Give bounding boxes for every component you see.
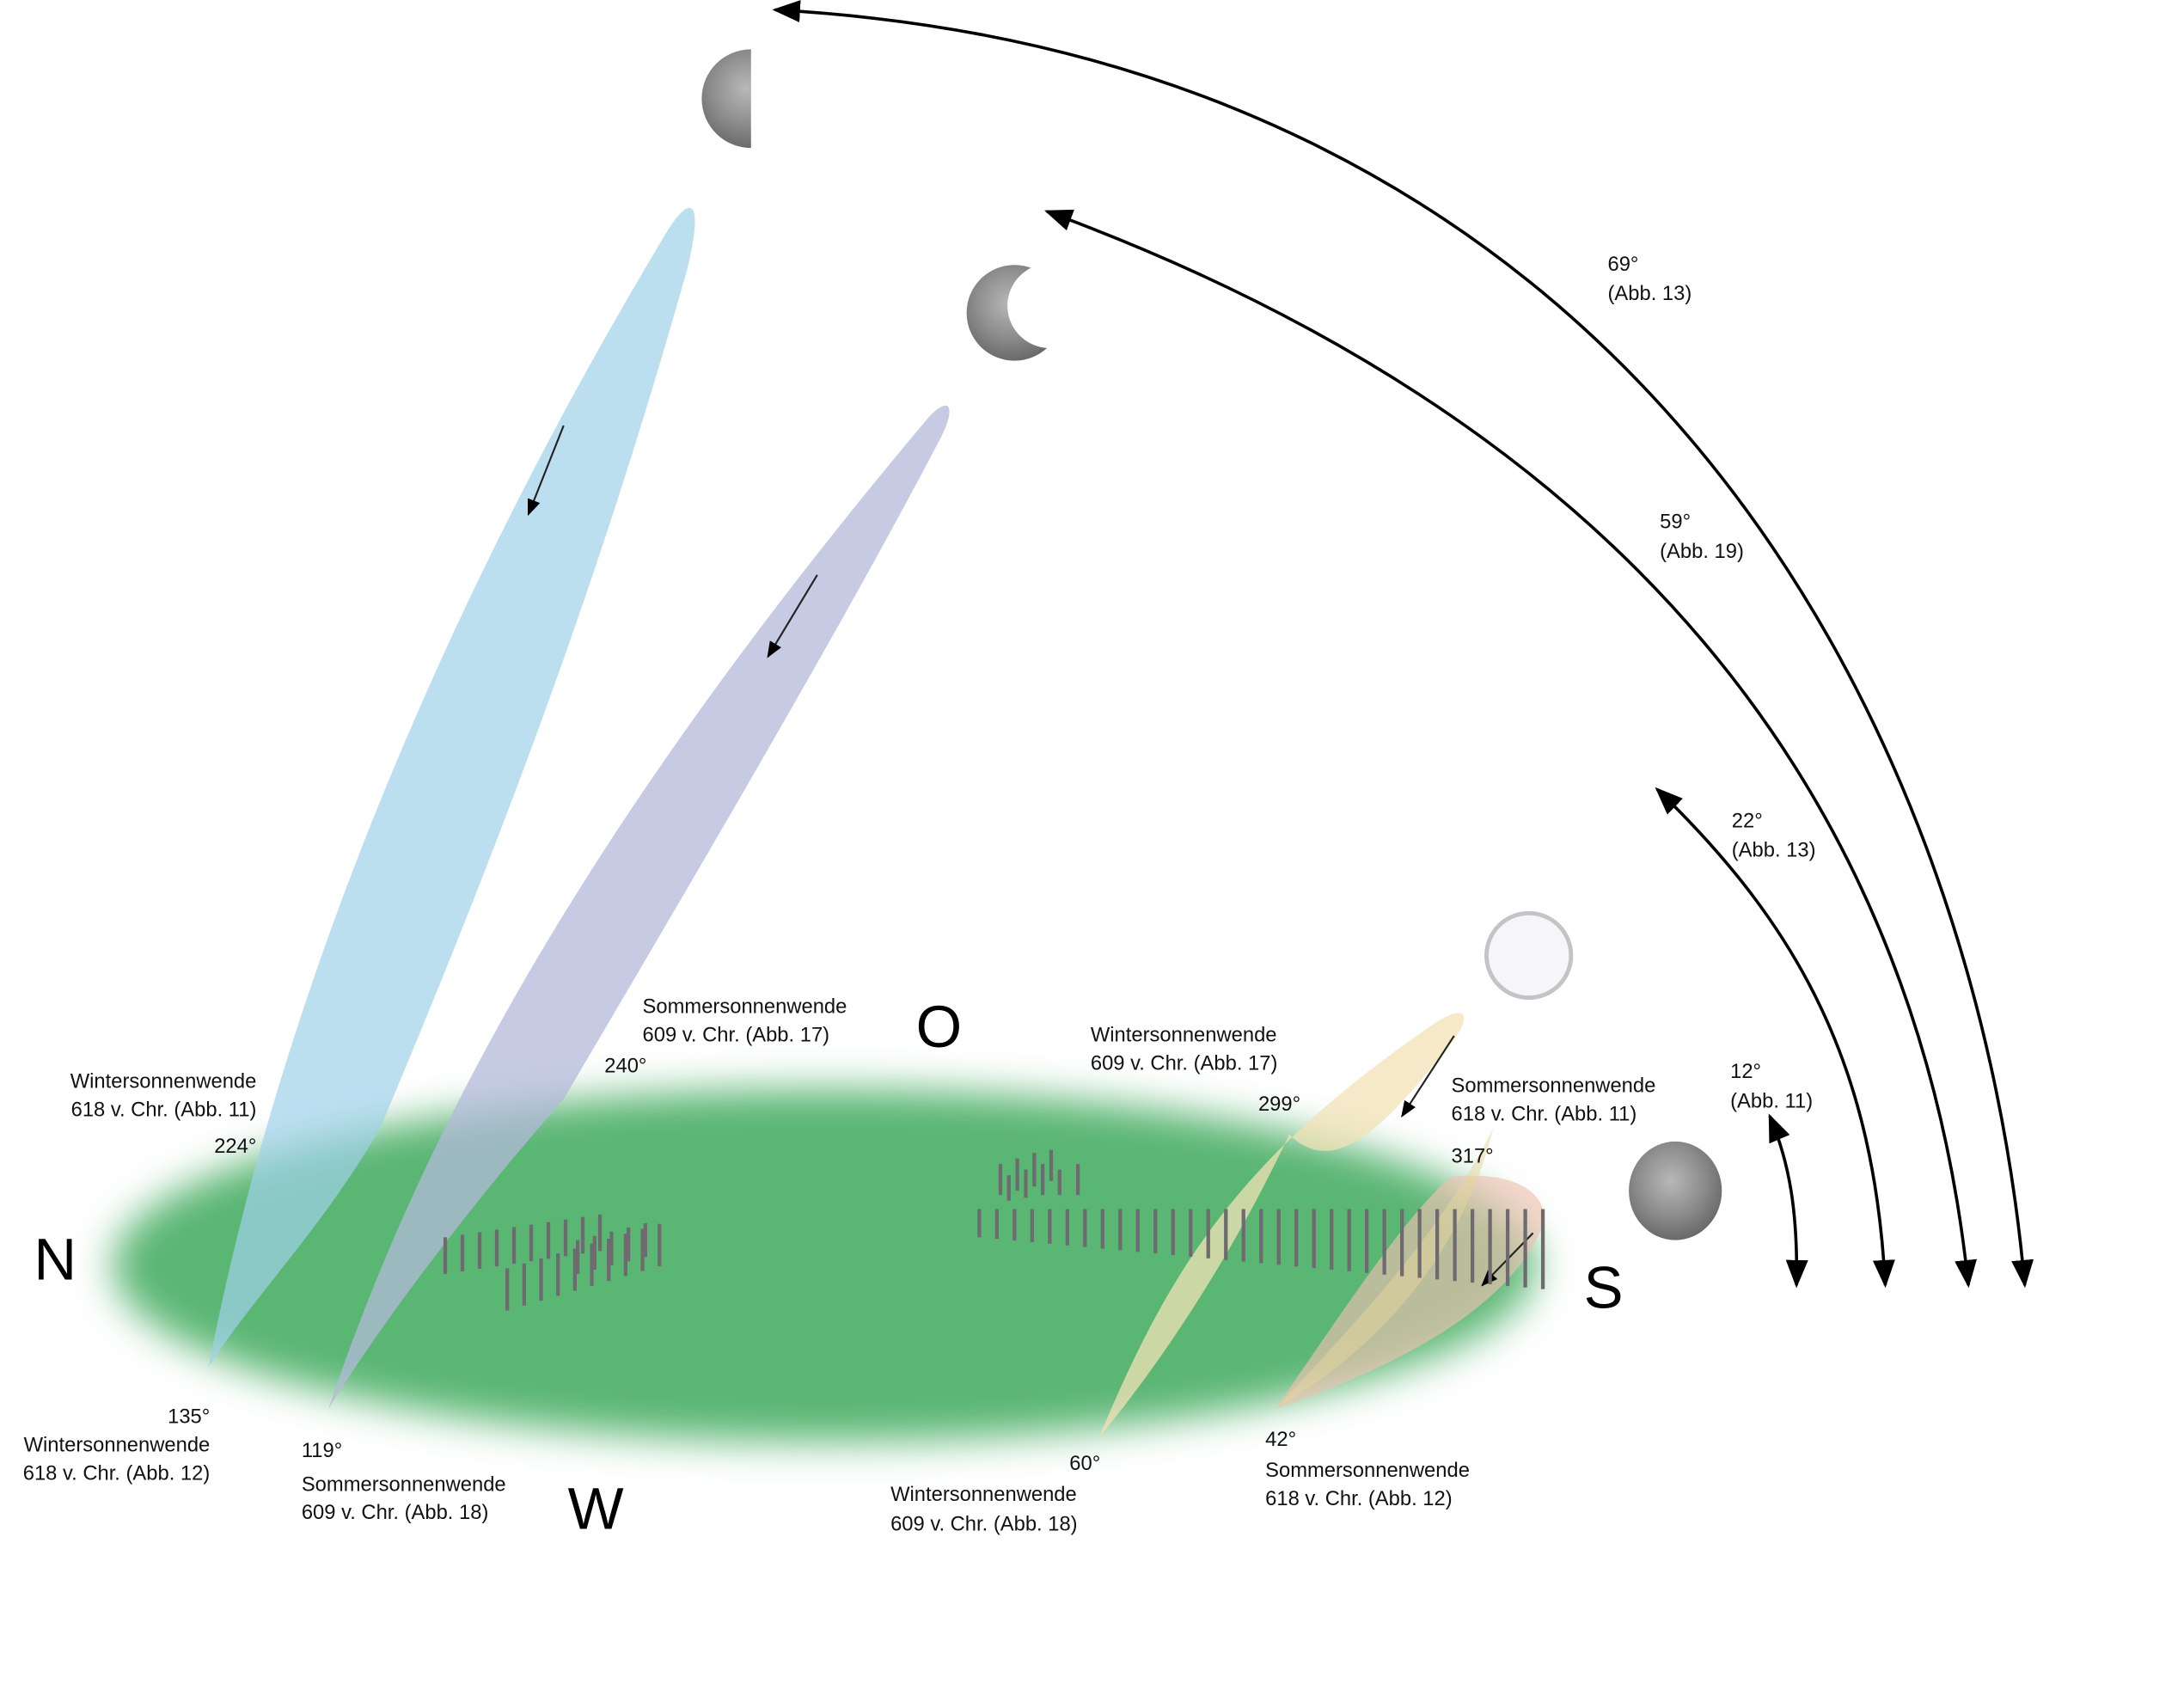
half-moon-icon <box>701 49 751 149</box>
label-yellow-top: Wintersonnenwende 609 v. Chr. (Abb. 17) … <box>1091 1023 1300 1115</box>
new-moon-icon <box>1484 910 1574 1001</box>
svg-text:224°: 224° <box>214 1135 256 1158</box>
svg-text:69°: 69° <box>1607 253 1638 276</box>
direction-east: O <box>916 994 963 1060</box>
svg-text:317°: 317° <box>1452 1144 1494 1167</box>
svg-text:618 v. Chr. (Abb. 11): 618 v. Chr. (Abb. 11) <box>1452 1102 1637 1125</box>
svg-text:Sommersonnenwende: Sommersonnenwende <box>302 1473 506 1496</box>
svg-text:42°: 42° <box>1265 1428 1296 1451</box>
label-yellow-bottom: 60° Wintersonnenwende 609 v. Chr. (Abb. … <box>890 1452 1100 1535</box>
label-pink-bottom: 42° Sommersonnenwende 618 v. Chr. (Abb. … <box>1265 1428 1470 1510</box>
svg-text:Sommersonnenwende: Sommersonnenwende <box>1265 1459 1470 1482</box>
svg-text:299°: 299° <box>1258 1093 1300 1116</box>
svg-text:618 v. Chr. (Abb. 12): 618 v. Chr. (Abb. 12) <box>23 1461 211 1485</box>
svg-text:609 v. Chr. (Abb. 17): 609 v. Chr. (Abb. 17) <box>1091 1051 1278 1075</box>
label-blue-top: Wintersonnenwende 618 v. Chr. (Abb. 11) … <box>70 1070 257 1158</box>
arc-22 <box>1655 787 1895 1289</box>
svg-text:(Abb. 11): (Abb. 11) <box>1730 1090 1813 1113</box>
svg-text:12°: 12° <box>1730 1060 1761 1083</box>
svg-text:(Abb. 19): (Abb. 19) <box>1660 540 1744 563</box>
beam-arrow-blue <box>527 425 565 517</box>
svg-text:Wintersonnenwende: Wintersonnenwende <box>890 1483 1077 1506</box>
svg-text:609 v. Chr. (Abb. 17): 609 v. Chr. (Abb. 17) <box>643 1023 830 1046</box>
svg-text:618 v. Chr. (Abb. 12): 618 v. Chr. (Abb. 12) <box>1265 1487 1453 1510</box>
svg-text:22°: 22° <box>1732 809 1763 832</box>
svg-text:Sommersonnenwende: Sommersonnenwende <box>643 995 847 1019</box>
direction-north: N <box>34 1227 76 1293</box>
full-moon-icon <box>1629 1141 1722 1240</box>
crescent-moon-icon <box>966 263 1092 361</box>
direction-west: W <box>568 1476 624 1542</box>
label-purple-top: Sommersonnenwende 609 v. Chr. (Abb. 17) … <box>604 995 847 1078</box>
svg-text:119°: 119° <box>302 1439 342 1462</box>
svg-text:609 v. Chr. (Abb. 18): 609 v. Chr. (Abb. 18) <box>890 1512 1078 1535</box>
label-pink-top: Sommersonnenwende 618 v. Chr. (Abb. 11) … <box>1452 1074 1656 1167</box>
arc-59 <box>1043 209 1978 1289</box>
arc-12 <box>1768 1113 1808 1289</box>
arc-label-12: 12° (Abb. 11) <box>1730 1060 1813 1112</box>
arc-label-59: 59° (Abb. 19) <box>1660 511 1744 563</box>
svg-text:135°: 135° <box>168 1405 210 1429</box>
svg-text:(Abb. 13): (Abb. 13) <box>1732 839 1816 862</box>
svg-text:Wintersonnenwende: Wintersonnenwende <box>1091 1023 1277 1046</box>
svg-text:Wintersonnenwende: Wintersonnenwende <box>70 1070 257 1093</box>
beam-blue <box>208 207 695 1368</box>
label-blue-bottom: 135° Wintersonnenwende 618 v. Chr. (Abb.… <box>23 1405 211 1485</box>
svg-text:618 v. Chr. (Abb. 11): 618 v. Chr. (Abb. 11) <box>71 1098 257 1121</box>
svg-text:Wintersonnenwende: Wintersonnenwende <box>24 1434 211 1457</box>
svg-text:(Abb. 13): (Abb. 13) <box>1607 282 1692 305</box>
label-purple-bottom: 119° Sommersonnenwende 609 v. Chr. (Abb.… <box>302 1439 506 1524</box>
arc-label-22: 22° (Abb. 13) <box>1732 809 1816 861</box>
svg-text:609 v. Chr. (Abb. 18): 609 v. Chr. (Abb. 18) <box>302 1501 489 1524</box>
svg-text:240°: 240° <box>604 1055 646 1078</box>
direction-south: S <box>1584 1254 1624 1320</box>
arc-label-69: 69° (Abb. 13) <box>1607 253 1692 305</box>
svg-text:Sommersonnenwende: Sommersonnenwende <box>1452 1074 1656 1097</box>
svg-text:59°: 59° <box>1660 511 1691 534</box>
svg-text:60°: 60° <box>1069 1452 1100 1475</box>
